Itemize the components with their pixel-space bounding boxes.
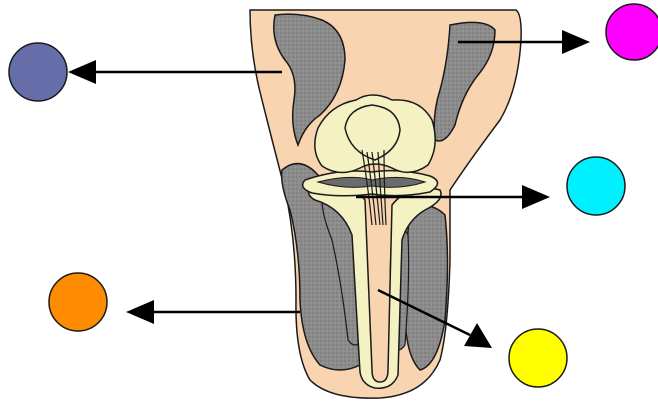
marker-slate-blue[interactable] bbox=[9, 43, 67, 101]
marker-magenta[interactable] bbox=[606, 4, 658, 60]
marker-cyan[interactable] bbox=[567, 157, 625, 215]
marker-yellow[interactable] bbox=[509, 329, 567, 387]
marker-cyan-circle[interactable] bbox=[567, 157, 625, 215]
marker-yellow-circle[interactable] bbox=[509, 329, 567, 387]
marker-magenta-circle[interactable] bbox=[606, 4, 658, 60]
marker-orange[interactable] bbox=[49, 273, 107, 331]
marker-orange-circle[interactable] bbox=[49, 273, 107, 331]
marker-slate-blue-circle[interactable] bbox=[9, 43, 67, 101]
